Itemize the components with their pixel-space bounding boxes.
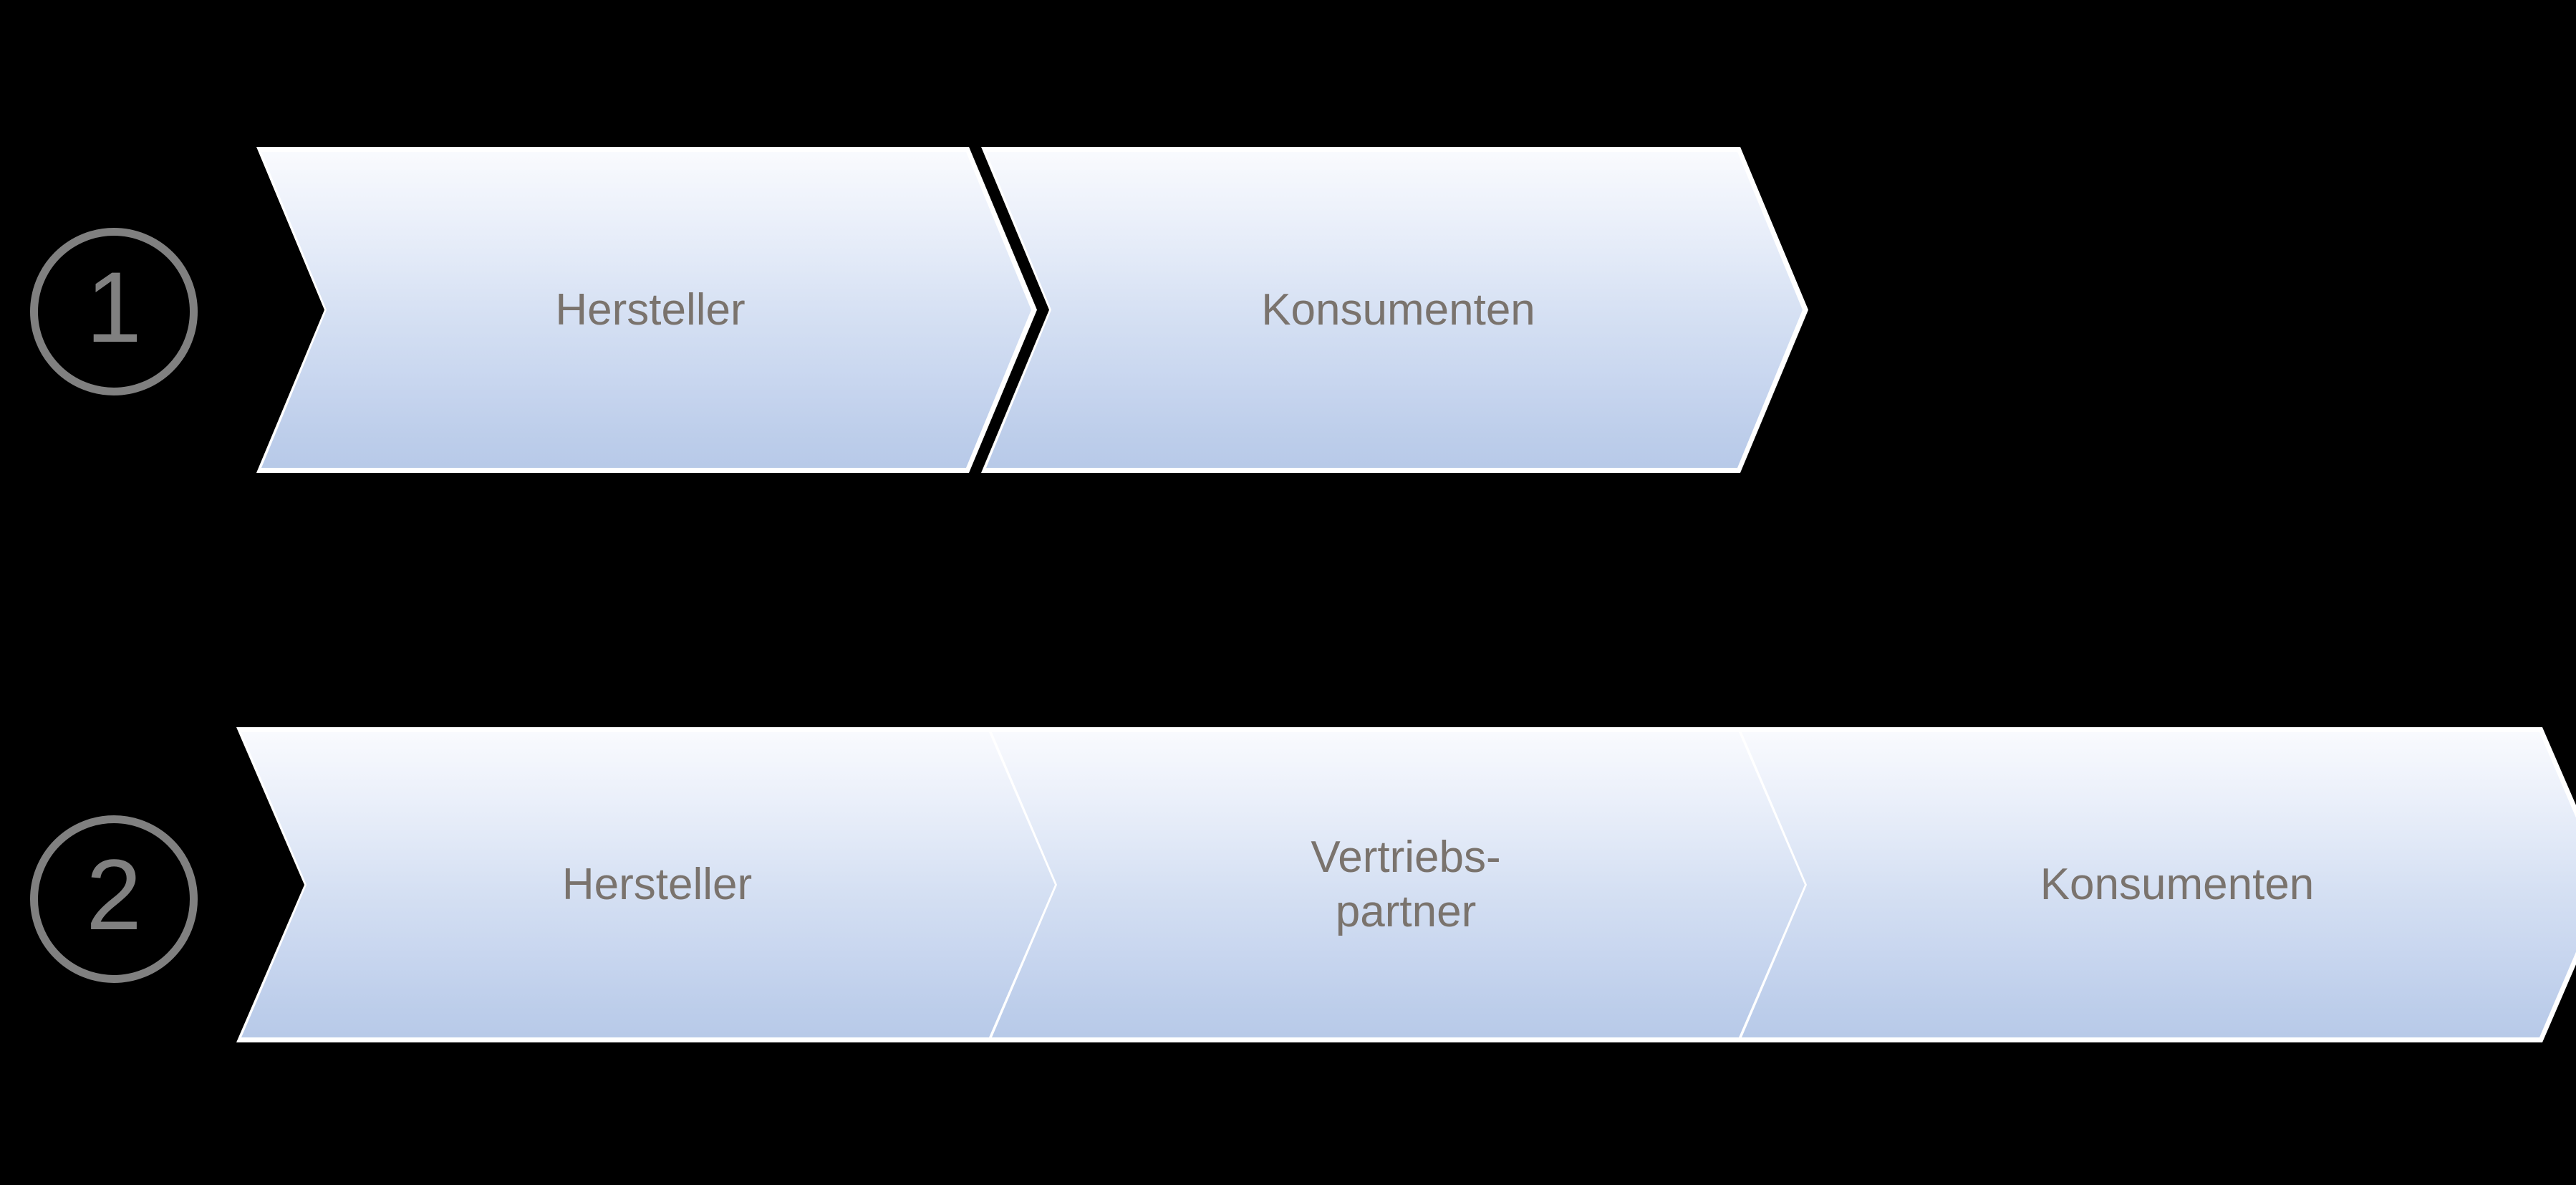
- step-badge-1: 1: [30, 228, 198, 395]
- chevron-konsumenten-row2[interactable]: Konsumenten: [1737, 727, 2576, 1042]
- chevron-label: Konsumenten: [1261, 284, 1535, 335]
- step-badge-number: 1: [86, 251, 142, 363]
- step-badge-number: 2: [86, 838, 142, 951]
- chevron-label: Hersteller: [561, 860, 753, 910]
- process-row-1: Hersteller Konsumenten: [0, 147, 2576, 473]
- chevron-label: Vertriebs- partner: [1311, 833, 1501, 936]
- chevron-vertriebspartner-row2[interactable]: Vertriebs- partner: [987, 727, 1818, 1042]
- chevron-fill: [981, 147, 1808, 473]
- chevron-hersteller-row1[interactable]: Hersteller: [256, 147, 1037, 473]
- chevron-fill: [987, 727, 1818, 1042]
- chevron-label: Konsumenten: [2040, 860, 2315, 910]
- chevron-konsumenten-row1[interactable]: Konsumenten: [981, 147, 1808, 473]
- chevron-hersteller-row2[interactable]: Hersteller: [236, 727, 1071, 1042]
- chevron-fill: [236, 727, 1071, 1042]
- chevron-label: Hersteller: [555, 284, 746, 335]
- process-row-2: Hersteller Vertriebs- partner Konsumente…: [0, 727, 2576, 1042]
- step-badge-2: 2: [30, 815, 198, 983]
- chevron-fill: [256, 147, 1037, 473]
- chevron-fill: [1737, 727, 2576, 1042]
